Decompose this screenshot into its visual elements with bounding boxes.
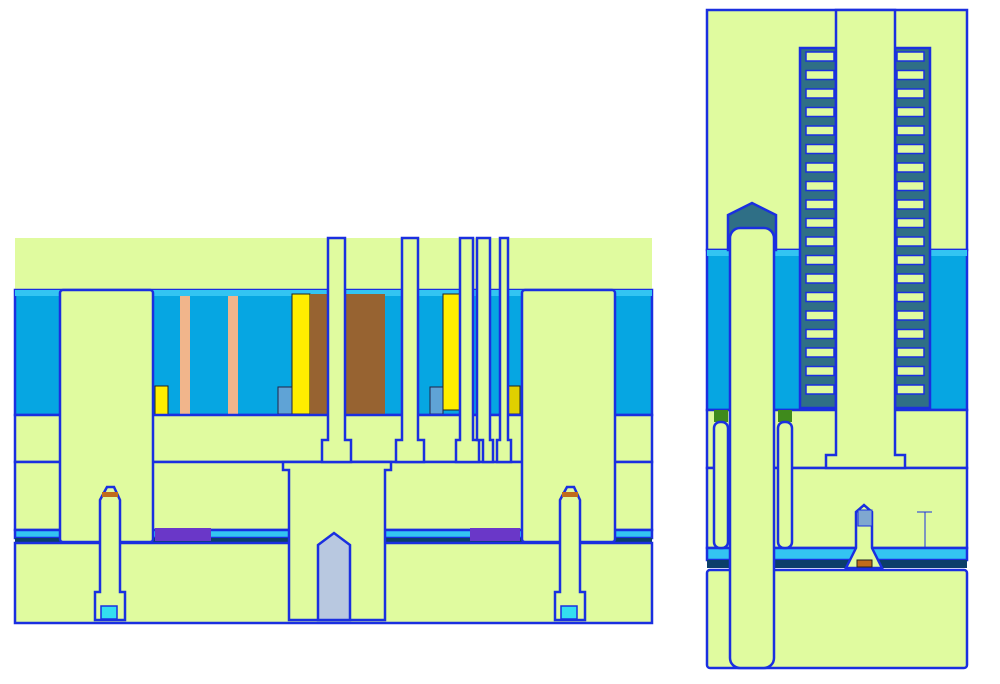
spring-coil-rung xyxy=(896,199,925,210)
return-pin xyxy=(712,420,730,550)
spring-coil-rung xyxy=(896,254,925,266)
spring-coil-rung xyxy=(896,310,925,321)
dimension-mark xyxy=(917,511,932,548)
spring-coil-rung xyxy=(805,254,835,266)
green-bushing xyxy=(778,410,792,422)
side-section-view xyxy=(705,8,969,670)
yellow-block xyxy=(154,385,169,416)
yellow-insert xyxy=(442,293,461,411)
spring-coil-rung xyxy=(805,328,835,340)
spring-coil-rung xyxy=(896,106,925,118)
screw-head-socket xyxy=(100,605,118,620)
spring-coil-rung xyxy=(805,310,835,321)
spring-coil-rung xyxy=(805,199,835,210)
dark-strip xyxy=(707,560,967,568)
spring-coil-rung xyxy=(805,236,835,247)
spring-coil-rung xyxy=(805,347,835,358)
spring-coil-rung xyxy=(805,273,835,284)
spring-coil-rung xyxy=(896,384,925,395)
brown-core xyxy=(310,294,385,415)
screw-head-socket xyxy=(560,605,578,620)
orange-marker xyxy=(856,559,873,568)
screw-right xyxy=(553,485,587,622)
ejector-rod xyxy=(316,531,352,622)
spring-coil-rung xyxy=(896,69,925,81)
spring-coil-rung xyxy=(896,51,925,62)
sprue-puller xyxy=(843,503,885,570)
screw-tip xyxy=(562,492,578,497)
purple-spacer xyxy=(155,528,211,541)
spring-coils xyxy=(805,51,925,395)
spring-coil-rung xyxy=(805,180,835,192)
spring-coil-rung xyxy=(805,162,835,173)
spring-coil-rung xyxy=(896,143,925,155)
spring-coil-rung xyxy=(896,291,925,303)
spring-coil-rung xyxy=(805,291,835,303)
spring-coil-rung xyxy=(896,180,925,192)
spring-coil-rung xyxy=(805,143,835,155)
spring-coil-rung xyxy=(896,328,925,340)
screw-tip xyxy=(102,492,118,497)
spring-coil-rung xyxy=(805,217,835,229)
return-pin xyxy=(776,420,794,550)
front-section-view xyxy=(13,236,654,625)
spring-coil-rung xyxy=(805,106,835,118)
peach-pin xyxy=(228,296,238,415)
purple-spacer xyxy=(470,528,520,541)
small-blue-insert xyxy=(277,386,293,415)
spring-coil-rung xyxy=(896,88,925,99)
small-blue-insert xyxy=(429,386,444,415)
spring-coil-rung xyxy=(896,347,925,358)
green-bushing xyxy=(714,410,728,422)
spring-coil-rung xyxy=(805,125,835,136)
spring-coil-rung xyxy=(805,365,835,377)
yellow-insert xyxy=(291,293,311,415)
spring-coil-rung xyxy=(896,162,925,173)
peach-pin xyxy=(180,296,190,415)
spring-coil-rung xyxy=(805,88,835,99)
ejector-pins xyxy=(320,236,513,464)
center-column xyxy=(824,8,907,470)
spring-coil-rung xyxy=(896,365,925,377)
spring-coil-rung xyxy=(805,51,835,62)
spring-coil-rung xyxy=(896,273,925,284)
screw-left xyxy=(93,485,127,622)
spring-coil-rung xyxy=(896,125,925,136)
sprue-puller-cap xyxy=(857,509,873,527)
guide-pin xyxy=(728,226,776,670)
spring-coil-rung xyxy=(805,69,835,81)
spring-coil-rung xyxy=(805,384,835,395)
spring-coil-rung xyxy=(896,217,925,229)
spring-coil-rung xyxy=(896,236,925,247)
